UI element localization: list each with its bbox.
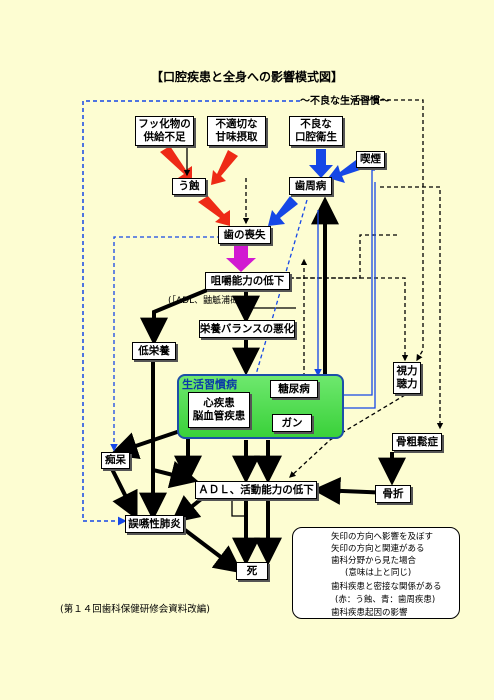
node-nutrition-balance: 栄養バランスの悪化 (199, 320, 295, 338)
node-adl-decline: ＡＤＬ、活動能力の低下 (195, 481, 317, 499)
node-fluoride-label: フッ化物の 供給不足 (138, 118, 191, 143)
node-periodontal: 歯周病 (289, 177, 332, 195)
node-smoking: 喫煙 (356, 151, 385, 168)
source-note: (第１４回歯科保健研修会資料改編) (60, 604, 210, 615)
blue-dashed-links (110, 199, 308, 452)
legend-color-arrow: 歯科疾患と密接な関係がある (331, 582, 442, 592)
legend-blue-thin-note: (意味は上と同じ) (345, 568, 412, 578)
node-osteoporosis: 骨粗鬆症 (392, 433, 442, 451)
blue-arrows (268, 149, 360, 226)
adl-paren-note: (［ADL、鼬觝浦矼〉 (168, 296, 249, 306)
legend-solid: 矢印の方向へ影響を及ぼす (331, 532, 434, 542)
lifestyle-subtitle: ～不良な生活習慣～ (300, 96, 390, 107)
outer-dashed-link (82, 100, 300, 526)
node-sugar: 不適切な 甘味摂取 (207, 116, 266, 146)
node-aspiration: 誤嚥性肺炎 (125, 515, 184, 533)
legend-dashed: 矢印の方向と関連がある (331, 544, 425, 554)
node-hygiene-label: 不良な 口腔衛生 (295, 118, 337, 143)
node-cancer: ガン (272, 414, 312, 432)
node-chewing-decline: 咀嚼能力の低下 (205, 272, 290, 290)
node-vision-hearing: 視力 聴力 (393, 362, 421, 394)
diagram-title: 【口腔疾患と全身への影響模式図】 (150, 70, 343, 84)
magenta-arrow (226, 245, 256, 272)
legend-panel (292, 527, 460, 619)
thin-arrows (183, 146, 296, 517)
node-sugar-label: 不適切な 甘味摂取 (215, 118, 258, 143)
node-malnutrition: 低栄養 (132, 342, 176, 360)
thick-arrows (108, 196, 406, 574)
node-heart-brain: 心疾患 脳血管疾患 (188, 392, 250, 428)
node-dementia: 痴呆 (101, 452, 130, 469)
node-vision-hearing-label: 視力 聴力 (396, 365, 418, 390)
lifestyle-disease-title: 生活習慣病 (182, 378, 237, 391)
node-hygiene: 不良な 口腔衛生 (289, 116, 343, 146)
node-fracture: 骨折 (375, 485, 411, 503)
node-diabetes: 糖尿病 (270, 380, 318, 398)
node-tooth-loss: 歯の喪失 (218, 226, 271, 244)
node-fluoride: フッ化物の 供給不足 (135, 116, 194, 146)
node-caries: う蝕 (172, 178, 206, 195)
legend-magenta-arrow: 歯科疾患起因の影響 (331, 608, 408, 618)
legend-blue-thin: 歯科分野から見た場合 (331, 556, 417, 566)
legend-color-arrow-note: (赤：う蝕、青：歯周疾患) (335, 595, 436, 605)
node-heart-brain-label: 心疾患 脳血管疾患 (192, 397, 246, 422)
node-death: 死 (236, 562, 268, 580)
